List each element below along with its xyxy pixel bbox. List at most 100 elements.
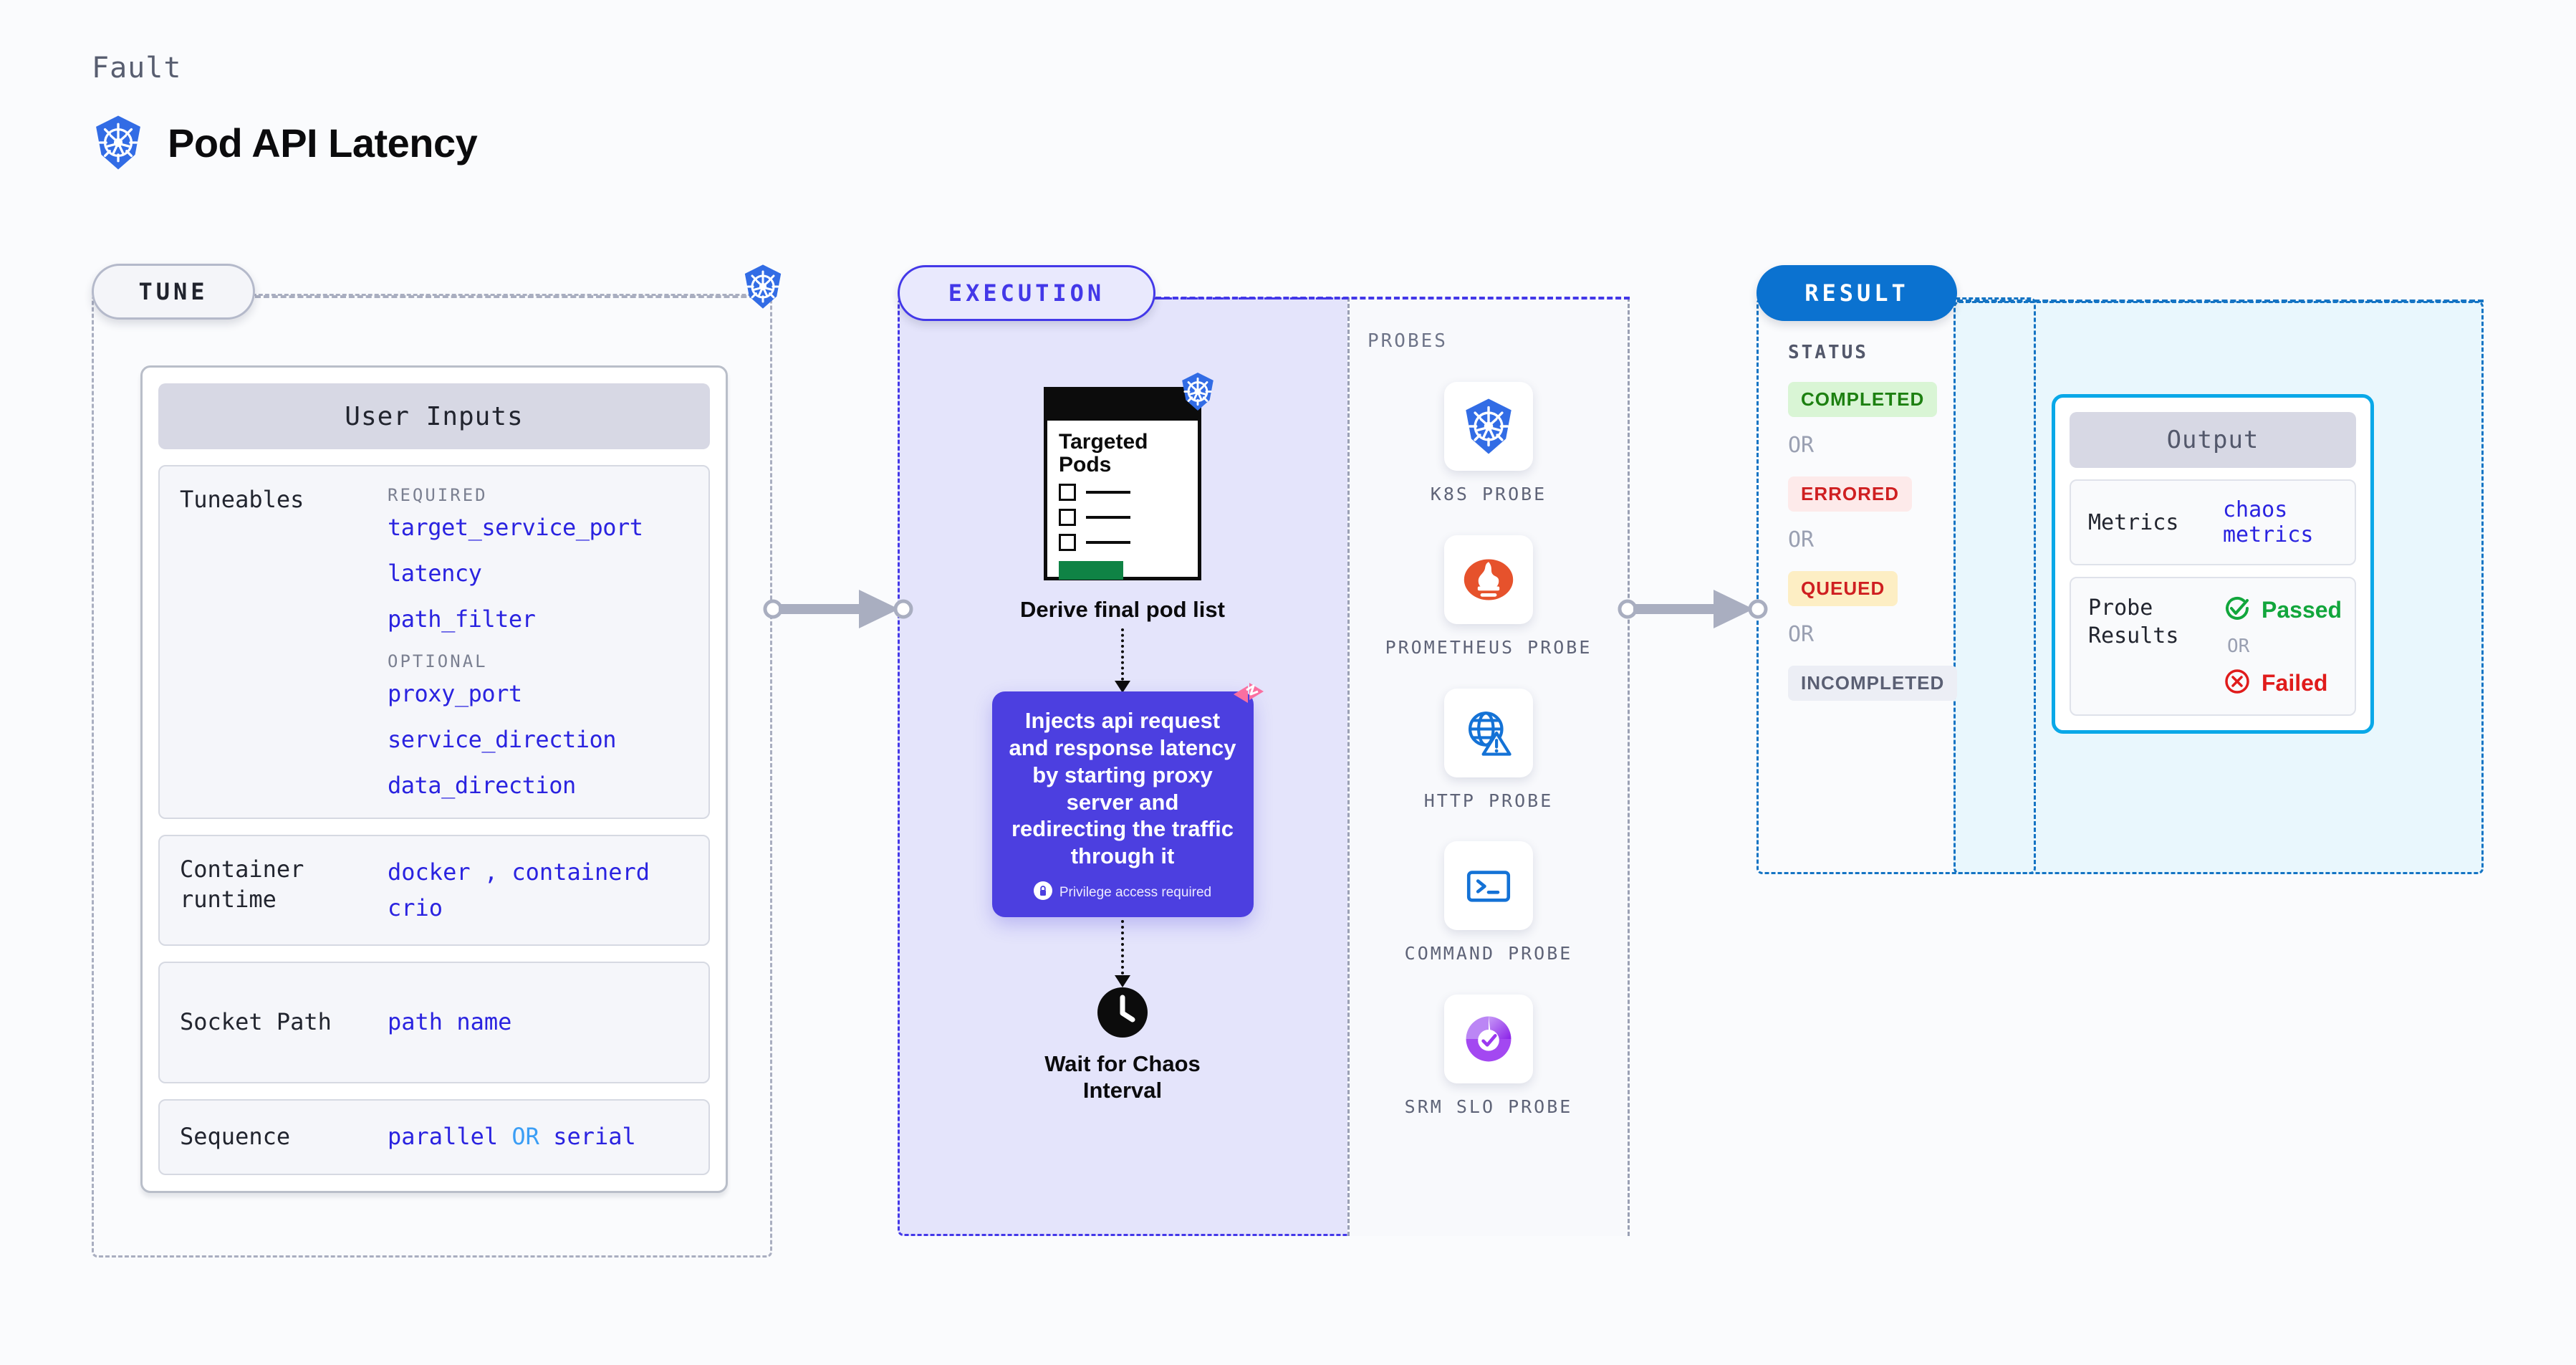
probes-title: PROBES <box>1368 330 1448 352</box>
probe-item-command[interactable]: COMMAND PROBE <box>1381 841 1596 966</box>
clock-icon <box>1096 986 1149 1042</box>
socket-path-value[interactable]: path name <box>388 1008 512 1036</box>
targeted-pods-title-line2: Pods <box>1059 452 1112 476</box>
kubernetes-icon <box>1444 382 1533 471</box>
tuneable-target-service-port[interactable]: target_service_port <box>388 514 643 541</box>
lock-icon <box>1033 881 1052 904</box>
tuneable-latency[interactable]: latency <box>388 560 482 587</box>
flow-connector-down <box>1115 920 1130 988</box>
terminal-icon <box>1444 841 1533 931</box>
globe-warning-icon <box>1444 688 1533 777</box>
probe-label: SRM SLO PROBE <box>1404 1096 1573 1117</box>
probe-result-passed-label: Passed <box>2262 596 2342 623</box>
output-card: Output Metrics chaos metrics Probe Resul… <box>2052 394 2374 734</box>
probe-label: PROMETHEUS PROBE <box>1385 636 1592 658</box>
inject-fault-text: Injects api request and response latency… <box>1009 708 1236 869</box>
kubernetes-icon <box>741 264 784 312</box>
flow-connector-down <box>1115 628 1130 694</box>
probe-results-label: Probe Results <box>2088 595 2179 648</box>
container-runtime-crio[interactable]: crio <box>388 894 443 921</box>
probe-label: HTTP PROBE <box>1423 790 1554 811</box>
status-badge-completed: COMPLETED <box>1788 382 1938 417</box>
placeholder-line <box>1086 491 1130 494</box>
card-title-bar <box>1047 391 1198 421</box>
output-title: Output <box>2070 412 2356 468</box>
inject-fault-card: Injects api request and response latency… <box>991 683 1264 918</box>
connector-line-tune <box>255 295 772 298</box>
result-status-column: STATUS COMPLETED OR ERRORED OR QUEUED OR… <box>1756 297 2036 874</box>
connector-line-result <box>1957 300 2484 302</box>
probe-label: COMMAND PROBE <box>1404 943 1573 964</box>
socket-path-section: Socket Path path name <box>158 962 710 1084</box>
tuneables-section: Tuneables REQUIRED target_service_port l… <box>158 465 710 819</box>
pod-list-item <box>1059 534 1186 551</box>
connector-line-execution <box>1155 297 1630 300</box>
wait-caption-line1: Wait for Chaos <box>1044 1051 1201 1077</box>
sequence-serial[interactable]: serial <box>553 1123 636 1151</box>
stage-panel-tune <box>92 294 772 1258</box>
placeholder-line <box>1086 516 1130 519</box>
x-circle-icon <box>2223 667 2251 699</box>
probe-item-prometheus[interactable]: PROMETHEUS PROBE <box>1381 535 1596 660</box>
check-circle-icon <box>2223 594 2251 626</box>
kubernetes-icon <box>1179 372 1216 414</box>
execution-flow: Targeted Pods <box>898 297 1347 1236</box>
checkbox-icon <box>1059 509 1076 526</box>
tuneables-required-label: REQUIRED <box>388 485 488 505</box>
probe-result-passed: Passed <box>2223 594 2342 626</box>
status-title: STATUS <box>1788 342 1868 363</box>
targeted-pods-title-line1: Targeted <box>1059 430 1148 454</box>
container-runtime-containerd[interactable]: containerd <box>511 858 650 886</box>
privilege-note: Privilege access required <box>1006 881 1239 904</box>
litmus-icon <box>1232 681 1265 714</box>
page-title: Pod API Latency <box>168 120 478 166</box>
status-badge-queued: QUEUED <box>1788 571 1898 606</box>
stage-label-tune[interactable]: TUNE <box>92 264 255 320</box>
pod-list-item <box>1059 484 1186 501</box>
tuneables-optional-label: OPTIONAL <box>388 651 488 671</box>
probe-item-srm-slo[interactable]: SRM SLO PROBE <box>1381 995 1596 1119</box>
prometheus-icon <box>1444 535 1533 624</box>
output-probe-results-row: Probe Results Passed OR <box>2070 577 2356 716</box>
probe-result-failed-label: Failed <box>2262 669 2328 696</box>
wait-caption-line2: Interval <box>1082 1078 1163 1103</box>
probe-label: K8S PROBE <box>1430 484 1547 504</box>
sequence-label: Sequence <box>180 1123 291 1151</box>
status-badge-errored: ERRORED <box>1788 476 1913 512</box>
container-runtime-separator: , <box>484 858 499 886</box>
page-title-row: Pod API Latency <box>92 115 478 171</box>
probe-item-http[interactable]: HTTP PROBE <box>1381 688 1596 813</box>
status-or-label: OR <box>1788 622 1815 647</box>
tuneable-data-direction[interactable]: data_direction <box>388 772 576 799</box>
page-eyebrow: Fault <box>92 52 182 85</box>
sequence-section: Sequence parallel OR serial <box>158 1099 710 1175</box>
probe-result-or-label: OR <box>2227 636 2250 657</box>
container-runtime-docker[interactable]: docker <box>388 858 471 886</box>
socket-path-label: Socket Path <box>180 1008 332 1036</box>
flow-arrow-tune-to-execution <box>763 584 913 637</box>
user-inputs-card: User Inputs Tuneables REQUIRED target_se… <box>140 365 728 1193</box>
container-runtime-section: Container runtime docker , containerd cr… <box>158 835 710 947</box>
status-or-label: OR <box>1788 527 1815 552</box>
probes-column: PROBES <box>1347 297 1630 1236</box>
sequence-parallel[interactable]: parallel <box>388 1123 499 1151</box>
checkbox-icon <box>1059 484 1076 501</box>
stage-label-execution[interactable]: EXECUTION <box>898 265 1155 321</box>
tuneables-label: Tuneables <box>180 486 304 513</box>
output-metrics-row: Metrics chaos metrics <box>2070 479 2356 565</box>
probe-item-k8s[interactable]: K8S PROBE <box>1381 382 1596 507</box>
user-inputs-title: User Inputs <box>158 383 710 449</box>
tuneable-proxy-port[interactable]: proxy_port <box>388 680 522 707</box>
stage-label-result[interactable]: RESULT <box>1756 265 1957 321</box>
status-bar-green <box>1059 561 1123 580</box>
pod-list-item <box>1059 509 1186 526</box>
privilege-note-text: Privilege access required <box>1059 885 1212 901</box>
status-badge-incompleted: INCOMPLETED <box>1788 666 1958 701</box>
flow-arrow-execution-to-result <box>1618 584 1768 637</box>
metrics-value[interactable]: chaos metrics <box>2223 497 2314 547</box>
tuneable-service-direction[interactable]: service_direction <box>388 726 617 753</box>
derive-pod-list-caption: Derive final pod list <box>1020 597 1225 622</box>
metrics-label: Metrics <box>2088 509 2179 535</box>
tuneable-path-filter[interactable]: path_filter <box>388 605 536 633</box>
